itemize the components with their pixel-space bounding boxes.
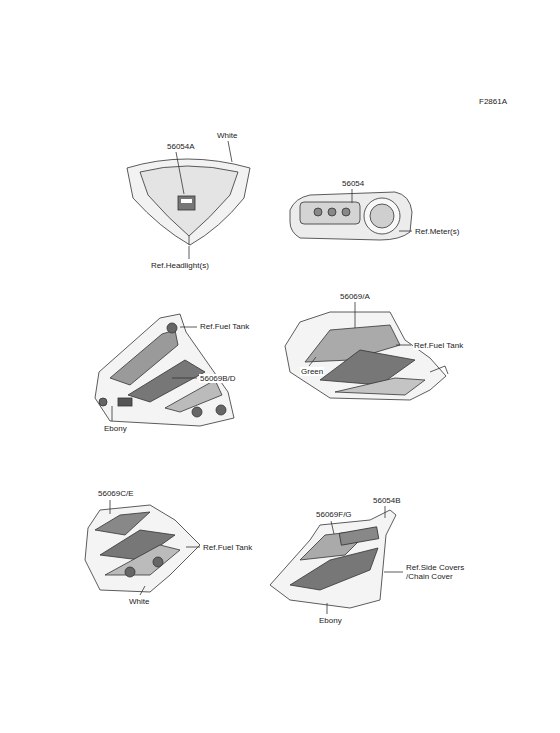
figure-code: F2861A: [478, 97, 508, 106]
callout-number: 56069/A: [339, 292, 371, 301]
color-label: White: [128, 597, 150, 606]
callout-number: 56069C/E: [97, 489, 135, 498]
reference-label: Ref.Side Covers /Chain Cover: [405, 563, 479, 581]
color-label: Ebony: [318, 616, 343, 625]
reference-label: Ref.Meter(s): [414, 227, 460, 236]
color-label: Green: [300, 367, 324, 376]
reference-label: Ref.Headlight(s): [150, 261, 210, 270]
callout-number: 56054B: [372, 496, 402, 505]
callout-number: 56054: [341, 179, 365, 188]
reference-label: Ref.Fuel Tank: [202, 543, 253, 552]
color-label: Ebony: [103, 424, 128, 433]
callout-number: 56054A: [166, 142, 196, 151]
reference-label: Ref.Fuel Tank: [413, 341, 464, 350]
reference-label: Ref.Fuel Tank: [199, 322, 250, 331]
callout-number: 56069B/D: [199, 374, 237, 383]
callout-number: 56069F/G: [315, 510, 353, 519]
color-label: White: [216, 131, 238, 140]
